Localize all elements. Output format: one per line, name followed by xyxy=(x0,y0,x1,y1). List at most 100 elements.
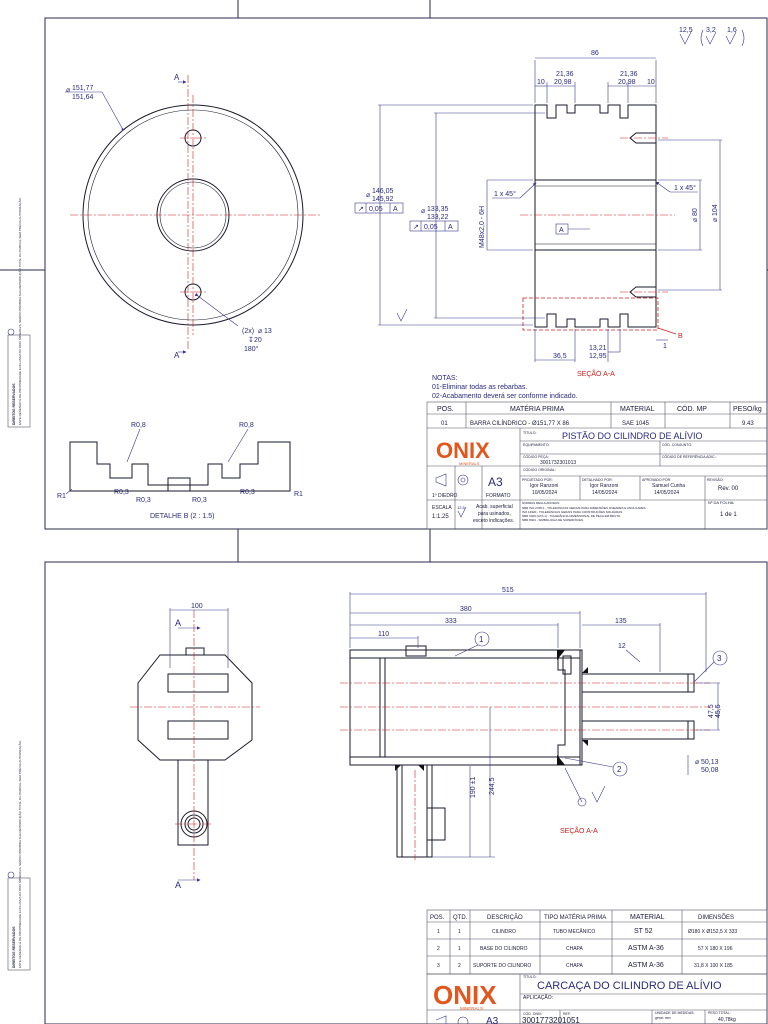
section-view-a-sheet2: 515 380 333 135 110 12 47,5 45,5 190 ±1 xyxy=(340,587,728,860)
bom2-r1-dim: Ø180 X Ø152,5 X 333 xyxy=(688,929,737,935)
sheet-1: 12,5 3,2 1,6 A A xyxy=(0,0,768,540)
svg-text:⌀: ⌀ xyxy=(366,192,370,199)
detail-caption: DETALHE B (2 : 1.5) xyxy=(150,513,214,520)
bom1-row-peso: 9.43 xyxy=(742,421,754,427)
bom2-r2-pos: 2 xyxy=(437,946,440,952)
section-caption-2: SEÇÃO A-A xyxy=(560,826,598,835)
dim-333: 333 xyxy=(445,618,457,625)
notes-title: NOTAS: xyxy=(432,375,458,382)
dim-244-5: 244,5 xyxy=(489,777,496,795)
bom1-header-material: MATERIAL xyxy=(620,406,655,413)
dim-380: 380 xyxy=(460,606,472,613)
cut-label-2-bottom: A xyxy=(175,880,181,890)
bom2-r3-pos: 3 xyxy=(437,963,440,969)
lbl-rev-1: REVISÃO: xyxy=(707,477,724,482)
bom2-header-pos: POS. xyxy=(430,915,445,921)
dim-bore-tol-max: 146,05 xyxy=(372,188,394,195)
bom2-r2-tipo: CHAPA xyxy=(566,946,584,952)
runout-2-datum: A xyxy=(448,224,453,231)
radius-r08-right: R0,8 xyxy=(239,422,254,429)
lbl-cod-conj-1: CÓD. CONJUNTO: xyxy=(662,442,692,447)
dim-groove1-max: 21,36 xyxy=(556,71,574,78)
side-stamp-1-text: ESTE DESENHO É DE PROPRIEDADE EXCLUSIVA … xyxy=(17,197,22,425)
bom-table-2: POS. QTD. DESCRIÇÃO TIPO MATÉRIA PRIMA M… xyxy=(426,909,768,1024)
datum-a: A xyxy=(559,227,564,234)
svg-text:⌀: ⌀ xyxy=(421,208,425,215)
dim-width-1: 36,5 xyxy=(553,353,567,360)
svg-text:↗: ↗ xyxy=(358,206,364,213)
dim-w100: 100 xyxy=(191,603,203,610)
proj-name-1: Igor Ranzoni xyxy=(530,483,558,489)
format-label-1: FORMATO xyxy=(486,493,511,499)
lbl-aplic-2: APLICAÇÃO: xyxy=(523,994,553,1001)
lbl-folha-1: Nº DA FOLHA: xyxy=(708,500,734,505)
norms-label-1: NORMAS REGULADORAS: xyxy=(522,501,560,505)
front-view: A A ⌀ 151,77 151,64 (2x) ⌀ 13 ↧ 20 180° xyxy=(65,73,320,360)
table-row: 1 1 CILINDRO TUBO MECÂNICO ST 52 Ø180 X … xyxy=(437,928,737,935)
side-stamp-2-title: DIREITOS RESERVADOS xyxy=(12,926,16,968)
radius-r03-d: R0,3 xyxy=(240,489,255,496)
drawing-title-2: CARCAÇA DO CILINDRO DE ALÍVIO xyxy=(537,979,722,992)
sheet1-frame xyxy=(44,17,768,530)
folha-1: 1 de 1 xyxy=(720,512,737,518)
lbl-titulo-1: TÍTULO: xyxy=(523,431,536,435)
norm-4: NBR 8404 - SIMBOLOGIA DE SUPERFÍCIES. xyxy=(522,518,584,522)
norm-2: ISO 13920 - TOLERÂNCIAS GERAIS PARA CONS… xyxy=(522,509,622,514)
escala-label-1: ESCALA xyxy=(432,505,452,511)
dim-bore: 80 xyxy=(692,208,699,216)
projection-icon xyxy=(435,473,469,487)
dim-50-08: 50,08 xyxy=(701,767,719,774)
norm-3: NBR 6409 (GTA 1) - TOLERÂNCIA DIMENSIONA… xyxy=(522,513,621,518)
dim-110: 110 xyxy=(378,631,389,638)
bom2-r3-dim: 31,8 X 100 X 185 xyxy=(694,963,733,969)
dim-holes-angle: 180° xyxy=(244,345,259,353)
dim-thread: M48x2,0 - 6H xyxy=(479,206,486,248)
dim-50-13: 50,13 xyxy=(701,759,719,766)
runout-1-datum: A xyxy=(393,206,398,213)
notes: NOTAS: 01-Eliminar todas as rebarbas. 02… xyxy=(432,375,578,400)
side-view: 100 A A xyxy=(130,603,260,890)
bom2-r1-qtd: 1 xyxy=(458,929,461,935)
lbl-equip-1: EQUIPAMENTO: xyxy=(523,443,550,447)
diedro-1: 1º DIEDRO xyxy=(432,493,458,499)
cut-label-bottom: A xyxy=(174,351,180,360)
finish-line-1: Acab. superficial xyxy=(476,504,513,510)
drawing-title-1: PISTÃO DO CILINDRO DE ALÍVIO xyxy=(562,431,703,441)
lbl-peso-2: PESO TOTAL: xyxy=(708,1011,731,1015)
bom-table-1: POS. MATÉRIA PRIMA MATERIAL CÓD. MP PESO… xyxy=(426,401,768,530)
cod-onix-2: 3001773201051 xyxy=(522,1016,580,1024)
dim-groove1-min: 20,98 xyxy=(554,79,572,86)
det-name-1: Igor Ranzoni xyxy=(590,483,618,489)
bom2-header-qtd: QTD. xyxy=(453,915,468,921)
surface-symbol-3: 1,6 xyxy=(727,27,737,34)
bom1-header-materia: MATÉRIA PRIMA xyxy=(510,404,565,413)
lbl-proj-1: PROJETADO POR: xyxy=(522,478,553,482)
bom2-r3-material: ASTM A-36 xyxy=(628,962,664,969)
bom1-header-pos: POS. xyxy=(437,406,454,413)
radius-r1-left: R1 xyxy=(57,493,66,500)
dim-width2-min: 12,95 xyxy=(589,353,607,360)
brand-logo-2: ONIX xyxy=(433,980,497,1010)
balloon-1: 1 xyxy=(479,635,484,644)
detail-radius-labels: R0,8 R0,8 R1 R1 R0,3 R0,3 R0,3 R0,3 xyxy=(57,422,303,504)
section-view-a: B A 86 10 21,36 20,98 21,36 20,98 10 xyxy=(354,50,722,378)
finish-line-3: exceto indicações. xyxy=(473,518,514,524)
dim-groove2-min: 20,98 xyxy=(618,79,636,86)
lbl-cod-ref-1: CÓDIGO DE REFERÊNCIA ADIC.: xyxy=(662,454,716,459)
bom2-r2-dim: 57 X 180 X 196 xyxy=(698,946,733,952)
section-caption: SEÇÃO A-A xyxy=(577,369,615,378)
dim-bore-tol-min: 145,92 xyxy=(372,196,394,203)
dim-outer-dia-max: 151,77 xyxy=(72,85,94,92)
bom2-header-material: MATERIAL xyxy=(630,914,665,921)
balloon-3: 3 xyxy=(717,654,722,663)
radius-r03-c: R0,3 xyxy=(192,497,207,504)
lbl-cod-orig-1: CÓDIGO ORIGINAL: xyxy=(523,467,556,472)
norm-1: NBR ISO 2768-1 - TOLERÂNCIAS GERAIS PARA… xyxy=(522,505,647,510)
bom2-r1-material: ST 52 xyxy=(634,928,653,935)
surface-symbol-1: 12,5 xyxy=(679,27,693,34)
runout-2: 0,05 xyxy=(424,224,438,231)
radius-r03-a: R0,3 xyxy=(114,489,129,496)
dim-45-5: 45,5 xyxy=(715,704,722,718)
proj-date-1: 10/05/2024 xyxy=(532,490,557,496)
